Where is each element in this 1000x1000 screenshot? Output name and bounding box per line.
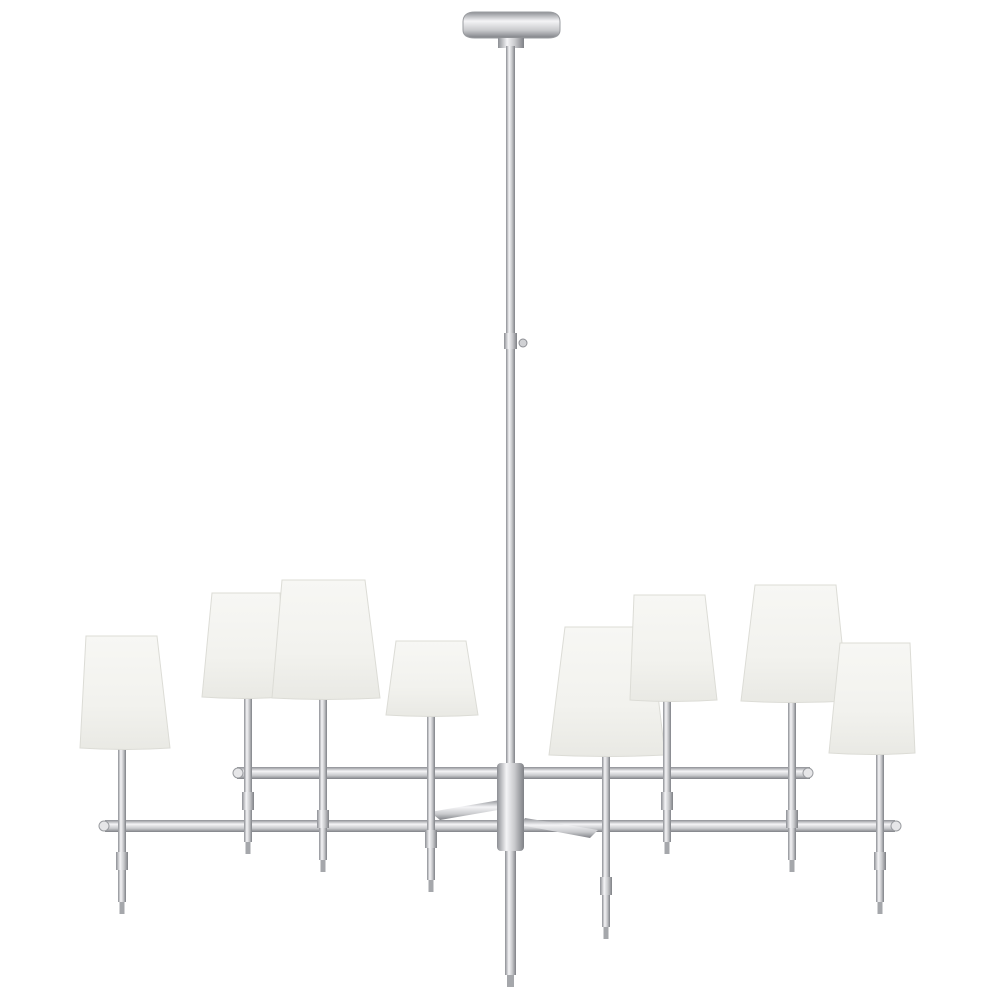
rod-coupling <box>504 333 517 349</box>
coupling-screw <box>518 338 528 348</box>
arm-end-cap <box>802 767 814 779</box>
stem-collar <box>425 830 437 848</box>
lower-finial-rod <box>505 840 516 975</box>
candle-stem <box>319 698 327 860</box>
stem-finial <box>245 842 251 854</box>
lamp-shade-7 <box>740 584 849 703</box>
canopy <box>462 11 561 39</box>
diagonal-arm <box>430 800 510 820</box>
lamp-shade-8 <box>828 642 916 755</box>
candle-stem <box>663 700 671 842</box>
bottom-finial <box>507 975 514 987</box>
center-rod <box>506 46 515 846</box>
lamp-shade-3 <box>271 579 381 700</box>
arm-end-cap <box>890 820 902 832</box>
candle-stem <box>118 748 126 902</box>
candle-stem <box>244 697 252 842</box>
candle-stem <box>788 701 796 860</box>
stem-collar <box>116 852 128 870</box>
stem-collar <box>661 792 673 810</box>
candle-stem <box>427 715 435 880</box>
stem-finial <box>664 842 670 854</box>
lamp-shade-2 <box>201 592 285 699</box>
lamp-shade-4 <box>385 640 479 717</box>
center-hub <box>497 763 524 851</box>
diagonal-arm <box>520 818 598 838</box>
stem-collar <box>786 810 798 828</box>
arm-end-cap <box>98 820 110 832</box>
stem-collar <box>242 792 254 810</box>
stem-finial <box>428 880 434 892</box>
stem-collar <box>317 810 329 828</box>
candle-stem <box>602 755 610 927</box>
stem-collar <box>600 877 612 895</box>
stem-collar <box>874 852 886 870</box>
stem-finial <box>320 860 326 872</box>
canopy-collar <box>498 38 524 48</box>
stem-finial <box>789 860 795 872</box>
lamp-shade-1 <box>79 635 171 750</box>
stem-finial <box>877 902 883 914</box>
candle-stem <box>876 753 884 902</box>
stem-finial <box>119 902 125 914</box>
arm-end-cap <box>232 767 244 779</box>
stem-finial <box>603 927 609 939</box>
lamp-shade-6 <box>629 594 718 702</box>
